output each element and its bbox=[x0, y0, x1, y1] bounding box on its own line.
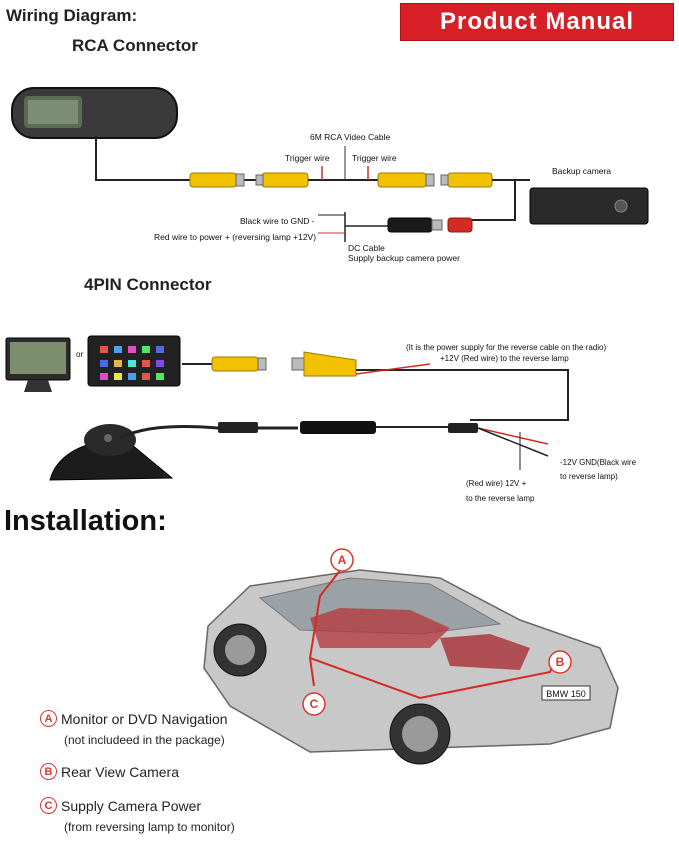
legend-text-a: Monitor or DVD Navigation bbox=[61, 710, 228, 727]
red-power-label: Red wire to power + (reversing lamp +12V… bbox=[154, 232, 317, 242]
rca-wiring-diagram bbox=[11, 87, 649, 242]
legend-text-c: Supply Camera Power bbox=[61, 797, 202, 814]
or-label: or bbox=[76, 350, 84, 359]
radio-head-unit-image bbox=[87, 335, 181, 387]
gnd-label-line1: -12V GND(Black wire bbox=[560, 458, 637, 467]
backup-camera-image bbox=[529, 187, 649, 225]
marker-a: A bbox=[330, 548, 354, 572]
license-plate-text: BMW 150 bbox=[546, 689, 586, 699]
svg-text:C: C bbox=[310, 697, 319, 711]
legend-note-c: (from reversing lamp to monitor) bbox=[64, 820, 235, 834]
legend-item-b: B Rear View Camera bbox=[40, 763, 235, 780]
red-wire-label-line2: to the reverse lamp bbox=[466, 494, 535, 503]
trigger-wire-right-label: Trigger wire bbox=[352, 153, 397, 163]
4pin-connector-heading: 4PIN Connector bbox=[84, 275, 212, 294]
legend-mark-a: A bbox=[40, 710, 57, 727]
page-title: Wiring Diagram: bbox=[6, 6, 138, 25]
dc-cable bbox=[318, 212, 473, 242]
4pin-wiring-diagram bbox=[5, 335, 569, 481]
legend-item-c: C Supply Camera Power bbox=[40, 797, 235, 814]
car-installation-image: BMW 150 A B C bbox=[203, 548, 619, 765]
dash-monitor-image bbox=[5, 337, 71, 392]
installation-heading: Installation: bbox=[4, 505, 167, 537]
black-gnd-label: Black wire to GND - bbox=[240, 216, 315, 226]
trigger-wire-left-label: Trigger wire bbox=[285, 153, 330, 163]
svg-text:A: A bbox=[338, 553, 347, 567]
legend-mark-c: C bbox=[40, 797, 57, 814]
rca-connector-heading: RCA Connector bbox=[72, 36, 198, 55]
red-wire-label-line1: (Red wire) 12V + bbox=[466, 479, 527, 488]
4pin-camera-image bbox=[49, 424, 174, 481]
legend-mark-b: B bbox=[40, 763, 57, 780]
legend-note-a: (not includeed in the package) bbox=[64, 733, 225, 747]
legend-item-a: A Monitor or DVD Navigation bbox=[40, 710, 235, 727]
marker-c: C bbox=[302, 692, 326, 716]
red-12v-label: +12V (Red wire) to the reverse lamp bbox=[440, 354, 569, 363]
video-cable-label: 6M RCA Video Cable bbox=[310, 132, 391, 142]
supply-power-label: Supply backup camera power bbox=[348, 253, 460, 263]
backup-camera-label: Backup camera bbox=[552, 166, 612, 176]
dc-cable-label: DC Cable bbox=[348, 243, 385, 253]
rca-video-cable bbox=[189, 146, 530, 221]
svg-text:B: B bbox=[556, 655, 565, 669]
gnd-label-line2: to reverse lamp) bbox=[560, 472, 618, 481]
legend-text-b: Rear View Camera bbox=[61, 763, 180, 780]
radio-power-note: (It is the power supply for the reverse … bbox=[406, 343, 607, 352]
marker-b: B bbox=[548, 650, 572, 674]
product-manual-banner: Product Manual bbox=[400, 3, 674, 41]
mirror-monitor-image bbox=[11, 87, 178, 139]
legend: A Monitor or DVD Navigation (not include… bbox=[40, 710, 235, 834]
